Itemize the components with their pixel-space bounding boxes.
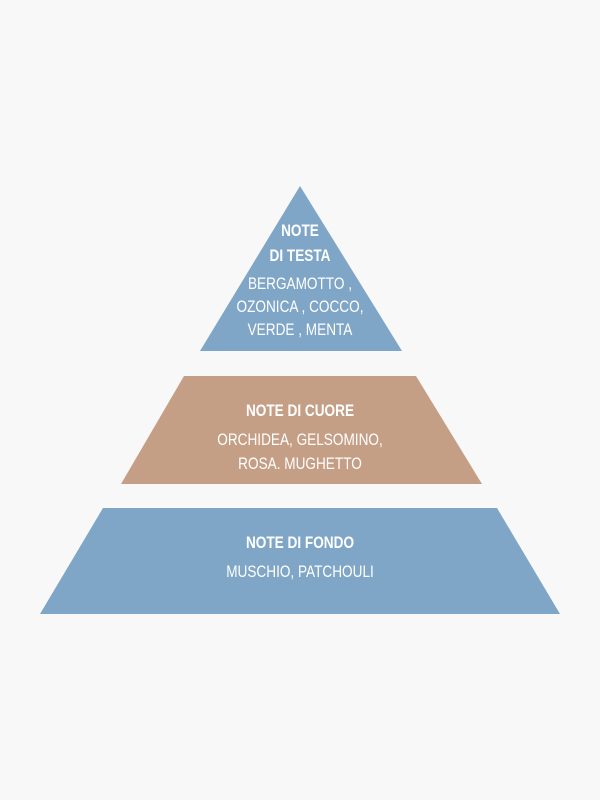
top-notes-line-1: BERGAMOTTO , bbox=[247, 274, 353, 293]
base-notes-line-1: MUSCHIO, PATCHOULI bbox=[226, 562, 374, 581]
base-notes-title: NOTE DI FONDO bbox=[245, 533, 355, 552]
heart-notes-trapezoid bbox=[121, 376, 482, 484]
heart-notes-title: NOTE DI CUORE bbox=[245, 401, 355, 420]
top-notes-line-3: VERDE , MENTA bbox=[247, 320, 353, 339]
top-notes-triangle bbox=[200, 186, 402, 351]
top-notes-line-2: OZONICA , COCCO, bbox=[236, 297, 364, 316]
heart-notes-line-2: ROSA. MUGHETTO bbox=[238, 454, 362, 473]
base-notes-trapezoid bbox=[40, 508, 560, 614]
heart-notes-line-1: ORCHIDEA, GELSOMINO, bbox=[217, 430, 383, 449]
top-notes-title-2: DI TESTA bbox=[269, 246, 331, 265]
top-notes-title-1: NOTE bbox=[281, 221, 319, 240]
